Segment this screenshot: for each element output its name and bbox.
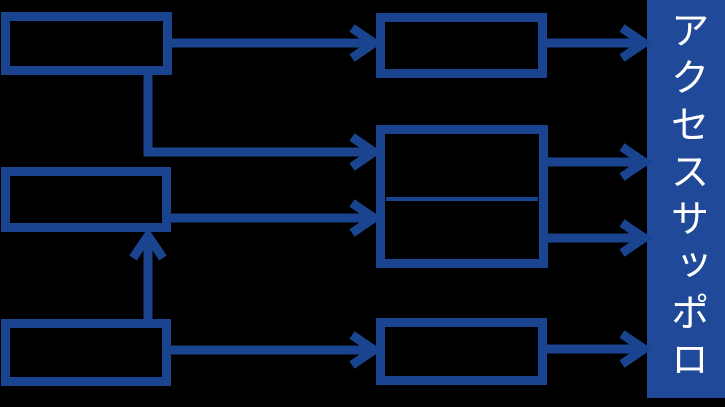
box-top-middle: [376, 13, 547, 78]
box-bottom-left: [1, 319, 171, 386]
arrow-topleft-to-topmiddle: [172, 24, 382, 62]
box-middle-left: [1, 167, 171, 232]
box-center-divider: [386, 197, 538, 201]
box-bottom-middle: [376, 318, 547, 385]
access-sapporo-bar: アクセスサッポロ: [647, 0, 725, 398]
access-sapporo-label: アクセスサッポロ: [664, 10, 709, 386]
box-top-left: [1, 12, 172, 75]
arrow-middleleft-to-center: [171, 199, 382, 237]
arrow-topleft-to-center-elbow: [143, 75, 382, 171]
arrow-topmiddle-to-bar: [547, 24, 652, 62]
arrow-center-lower-to-bar: [548, 219, 652, 257]
arrow-center-upper-to-bar: [548, 143, 652, 181]
arrow-bottomleft-to-middleleft-up: [129, 228, 167, 319]
box-center-double: [376, 125, 548, 268]
arrow-bottommiddle-to-bar: [547, 330, 652, 368]
arrow-bottomleft-to-bottommiddle: [171, 331, 382, 369]
